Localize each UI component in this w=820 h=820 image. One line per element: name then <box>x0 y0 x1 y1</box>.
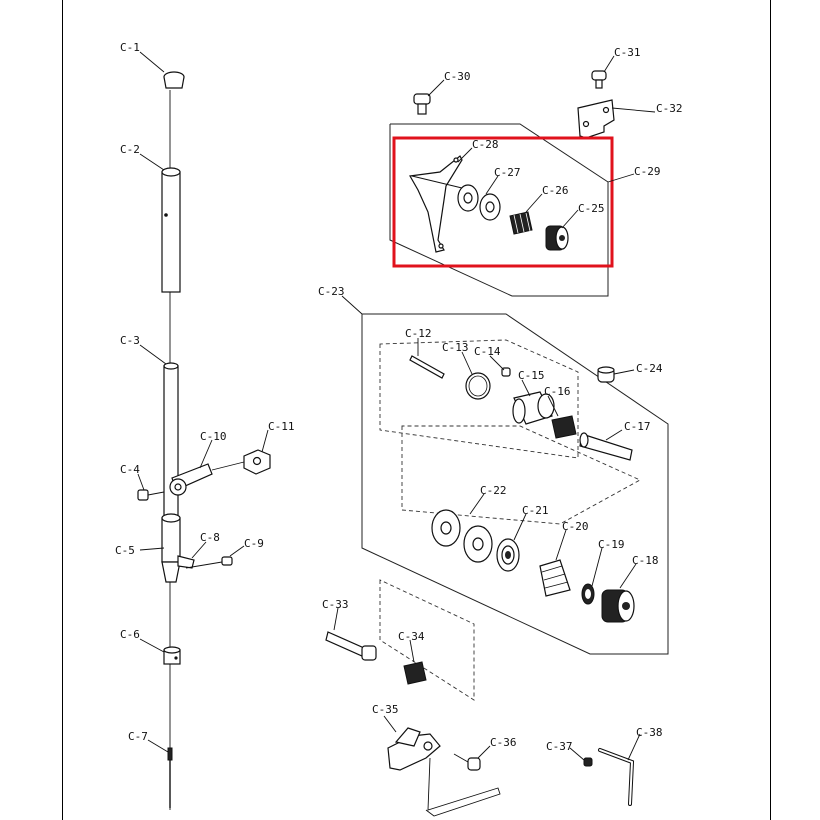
label-c23: C-23 <box>318 285 345 298</box>
label-c36: C-36 <box>490 736 517 749</box>
label-c6: C-6 <box>120 628 140 641</box>
part-c2-upper-bar[interactable] <box>161 167 181 293</box>
label-c12: C-12 <box>405 327 432 340</box>
part-c11-block[interactable] <box>243 449 271 475</box>
label-c26: C-26 <box>542 184 569 197</box>
label-c20: C-20 <box>562 520 589 533</box>
part-c7-needle[interactable] <box>167 747 173 808</box>
label-c28: C-28 <box>472 138 499 151</box>
part-c19-washer[interactable] <box>581 583 595 605</box>
label-c17: C-17 <box>624 420 651 433</box>
label-c29: C-29 <box>634 165 661 178</box>
label-c5: C-5 <box>115 544 135 557</box>
page-border-left <box>62 0 63 820</box>
part-c22-discs[interactable] <box>431 509 493 563</box>
part-c1-cap[interactable] <box>163 71 185 89</box>
part-c24-bushing[interactable] <box>597 366 615 383</box>
leader-lines <box>137 51 656 761</box>
label-c37: C-37 <box>546 740 573 753</box>
part-c18-knob[interactable] <box>601 589 635 623</box>
part-c13-ring[interactable] <box>465 372 491 400</box>
part-c9-screw[interactable] <box>185 556 233 569</box>
label-c8: C-8 <box>200 531 220 544</box>
part-c27-discs[interactable] <box>457 184 501 221</box>
label-c24: C-24 <box>636 362 663 375</box>
label-c34: C-34 <box>398 630 425 643</box>
label-c11: C-11 <box>268 420 295 433</box>
label-c1: C-1 <box>120 41 140 54</box>
part-c17-shaft[interactable] <box>579 432 633 461</box>
label-c27: C-27 <box>494 166 521 179</box>
label-c32: C-32 <box>656 102 683 115</box>
label-c18: C-18 <box>632 554 659 567</box>
tension-group-c29 <box>389 70 615 297</box>
part-c5-clamp[interactable] <box>161 513 195 583</box>
part-c25-knob[interactable] <box>545 225 569 251</box>
label-c3: C-3 <box>120 334 140 347</box>
part-c31-screw[interactable] <box>591 70 607 89</box>
label-c38: C-38 <box>636 726 663 739</box>
label-c30: C-30 <box>444 70 471 83</box>
part-c30-screw[interactable] <box>413 93 431 115</box>
label-c25: C-25 <box>578 202 605 215</box>
part-c12-pin[interactable] <box>409 355 445 379</box>
label-c15: C-15 <box>518 369 545 382</box>
label-c7: C-7 <box>128 730 148 743</box>
part-labels: C-1 C-2 C-3 C-4 C-5 C-6 C-7 C-8 C-9 C-10… <box>115 41 683 753</box>
label-c19: C-19 <box>598 538 625 551</box>
part-c37-screw[interactable] <box>583 757 593 767</box>
part-c3-needle-bar[interactable] <box>163 362 179 523</box>
part-c34-spring[interactable] <box>403 661 427 685</box>
label-c21: C-21 <box>522 504 549 517</box>
label-c22: C-22 <box>480 484 507 497</box>
label-c10: C-10 <box>200 430 227 443</box>
part-c16-spring[interactable] <box>551 415 577 439</box>
needle-bar-assembly <box>137 71 271 810</box>
part-c38-wire[interactable] <box>598 748 635 806</box>
part-c4-screw[interactable] <box>137 489 165 501</box>
part-c20-spring[interactable] <box>539 559 571 597</box>
label-c35: C-35 <box>372 703 399 716</box>
part-c10-arm[interactable] <box>169 463 213 496</box>
tension-assembly-c23 <box>361 313 669 701</box>
part-c36-screw[interactable] <box>453 753 481 771</box>
part-c26-spring[interactable] <box>509 211 533 235</box>
label-c4: C-4 <box>120 463 140 476</box>
label-c9: C-9 <box>244 537 264 550</box>
part-c32-bracket[interactable] <box>577 99 615 139</box>
part-c35-guide[interactable] <box>387 727 501 817</box>
part-c6-collar[interactable] <box>163 646 181 665</box>
label-c2: C-2 <box>120 143 140 156</box>
part-c33-pin[interactable] <box>325 631 377 661</box>
highlight-box <box>392 136 614 268</box>
label-c13: C-13 <box>442 341 469 354</box>
label-c16: C-16 <box>544 385 571 398</box>
label-c33: C-33 <box>322 598 349 611</box>
label-c14: C-14 <box>474 345 501 358</box>
label-c31: C-31 <box>614 46 641 59</box>
part-c28-lever[interactable] <box>409 155 463 253</box>
page-border-right <box>770 0 771 820</box>
part-c21-disc[interactable] <box>496 538 520 572</box>
